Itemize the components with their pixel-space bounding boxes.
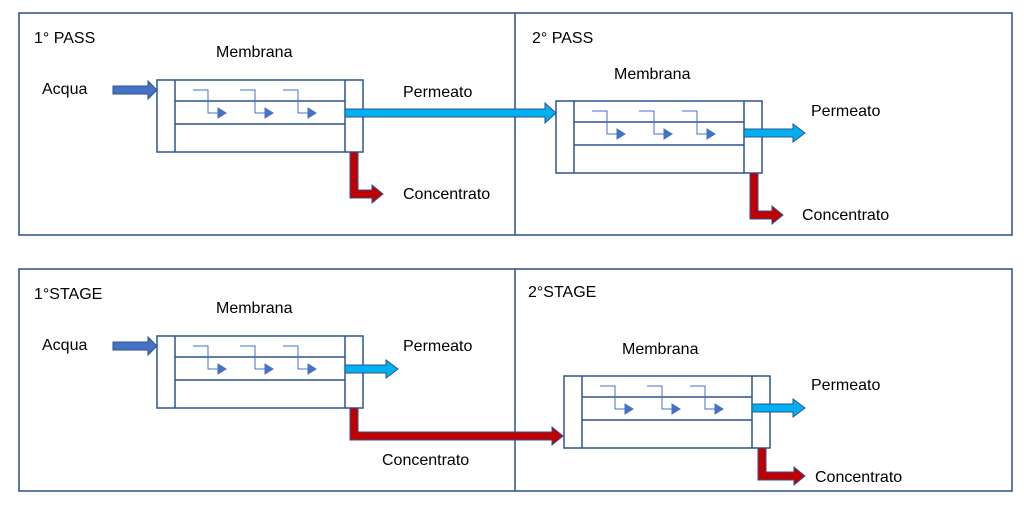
pass1-permeate-label: Permeato (403, 84, 472, 101)
pass1-permeate-arrow (344, 101, 557, 125)
stage2-concentrate-arrow (757, 447, 806, 487)
pass1-membrane (156, 79, 364, 153)
pass2-title: 2° PASS (532, 30, 593, 47)
stage1-concentrate-arrow (349, 407, 564, 447)
pass1-membrane-label: Membrana (216, 44, 293, 61)
pass2-permeate-label: Permeato (811, 103, 880, 120)
stage1-flow-arrows (193, 345, 317, 375)
stage2-flow-arrows (600, 385, 724, 415)
pass1-concentrate-label: Concentrato (403, 186, 490, 203)
pass2-membrane (555, 100, 763, 174)
stage2-permeate-arrow (751, 398, 806, 418)
stage2-title: 2°STAGE (528, 284, 596, 301)
pass1-title: 1° PASS (34, 30, 95, 47)
stage1-permeate-label: Permeato (403, 338, 472, 355)
stage1-concentrate-label: Concentrato (382, 452, 469, 469)
stage2-concentrate-label: Concentrato (815, 469, 902, 486)
stage1-title: 1°STAGE (34, 286, 102, 303)
pass2-membrane-label: Membrana (614, 66, 691, 83)
stage1-inlet-label: Acqua (42, 337, 87, 354)
stage1-membrane (156, 335, 364, 409)
pass1-flow-arrows (193, 89, 317, 119)
pass1-inlet-arrow (112, 79, 158, 101)
stage1-permeate-arrow (344, 359, 399, 379)
stage2-membrane (563, 375, 771, 449)
pass2-permeate-arrow (743, 123, 806, 143)
stage2-permeate-label: Permeato (811, 377, 880, 394)
pass2-flow-arrows (592, 110, 716, 140)
pass2-concentrate-arrow (749, 172, 784, 226)
stage1-inlet-arrow (112, 335, 158, 357)
stage2-membrane-label: Membrana (622, 341, 699, 358)
pass1-inlet-label: Acqua (42, 81, 87, 98)
pass2-concentrate-label: Concentrato (802, 207, 889, 224)
pass1-concentrate-arrow (349, 151, 384, 205)
stage1-membrane-label: Membrana (216, 300, 293, 317)
